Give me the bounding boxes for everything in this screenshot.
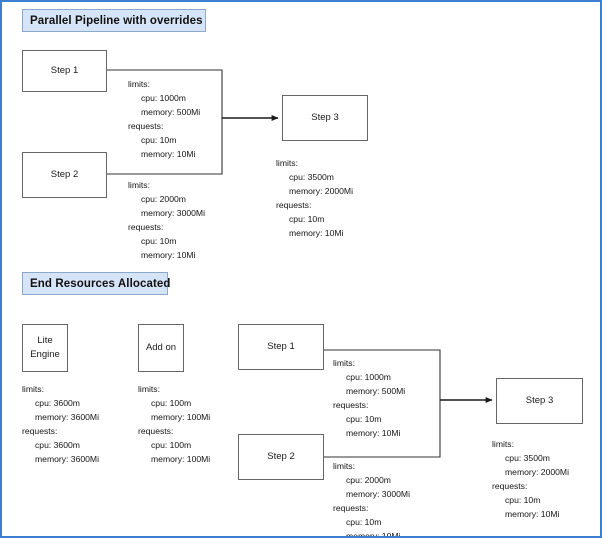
- limits-cpu-value: cpu: 1000m: [141, 92, 186, 103]
- limits-cpu-value: cpu: 100m: [151, 397, 192, 408]
- section-title-parallel-pipeline-label: Parallel Pipeline with overrides: [30, 14, 203, 27]
- requests-label: requests:: [333, 502, 369, 513]
- limits-label: limits:: [492, 439, 514, 449]
- requests-label: requests:: [22, 425, 58, 436]
- requests-cpu-value: cpu: 10m: [141, 235, 177, 246]
- bottom-resources-step3: limits: cpu: 3500m memory: 2000Mi reques…: [492, 438, 569, 522]
- requests-memory-value: memory: 10Mi: [289, 227, 344, 238]
- top-node-step3-label: Step 3: [311, 112, 339, 124]
- requests-cpu-value: cpu: 10m: [346, 413, 382, 424]
- limits-label: limits:: [128, 79, 150, 89]
- requests-memory-value: memory: 10Mi: [505, 508, 560, 519]
- requests-label: requests:: [333, 399, 369, 410]
- requests-cpu-value: cpu: 10m: [141, 134, 177, 145]
- top-resources-step2: limits: cpu: 2000m memory: 3000Mi reques…: [128, 179, 205, 263]
- top-resources-step1: limits: cpu: 1000m memory: 500Mi request…: [128, 78, 200, 162]
- bottom-node-lite-engine[interactable]: Lite Engine: [22, 324, 68, 372]
- section-title-end-resources-label: End Resources Allocated: [30, 277, 171, 290]
- bottom-node-add-on[interactable]: Add on: [138, 324, 184, 372]
- requests-memory-value: memory: 100Mi: [151, 453, 211, 464]
- bottom-resources-step2: limits: cpu: 2000m memory: 3000Mi reques…: [333, 460, 410, 538]
- bottom-resources-lite-engine: limits: cpu: 3600m memory: 3600Mi reques…: [22, 383, 99, 467]
- bottom-node-lite-engine-label-line1: Lite: [37, 335, 53, 347]
- bottom-node-step3-label: Step 3: [525, 395, 554, 407]
- bottom-node-add-on-label: Add on: [145, 342, 177, 354]
- bottom-node-step2[interactable]: Step 2: [238, 434, 324, 480]
- limits-cpu-value: cpu: 1000m: [346, 371, 391, 382]
- limits-memory-value: memory: 2000Mi: [289, 185, 353, 196]
- top-resources-step3: limits: cpu: 3500m memory: 2000Mi reques…: [276, 157, 353, 241]
- bottom-node-lite-engine-label-line2: Engine: [30, 349, 60, 360]
- bottom-node-step1[interactable]: Step 1: [238, 324, 324, 370]
- limits-cpu-value: cpu: 3500m: [289, 171, 334, 182]
- requests-cpu-value: cpu: 10m: [505, 494, 541, 505]
- limits-memory-value: memory: 500Mi: [141, 106, 201, 117]
- requests-cpu-value: cpu: 100m: [151, 439, 192, 450]
- requests-cpu-value: cpu: 10m: [289, 213, 325, 224]
- bottom-node-step1-label: Step 1: [267, 341, 295, 353]
- limits-memory-value: memory: 500Mi: [346, 385, 406, 396]
- top-node-step2[interactable]: Step 2: [22, 152, 107, 198]
- requests-memory-value: memory: 10Mi: [346, 530, 401, 538]
- limits-memory-value: memory: 3000Mi: [141, 207, 205, 218]
- top-node-step1-label: Step 1: [50, 65, 79, 77]
- bottom-node-step2-label: Step 2: [267, 451, 295, 463]
- requests-label: requests:: [138, 425, 174, 436]
- requests-label: requests:: [128, 120, 164, 131]
- limits-memory-value: memory: 3600Mi: [35, 411, 99, 422]
- limits-label: limits:: [333, 461, 355, 471]
- requests-cpu-value: cpu: 10m: [346, 516, 382, 527]
- limits-cpu-value: cpu: 2000m: [141, 193, 186, 204]
- limits-label: limits:: [333, 358, 355, 368]
- requests-memory-value: memory: 10Mi: [346, 427, 401, 438]
- limits-memory-value: memory: 2000Mi: [505, 466, 569, 477]
- bottom-node-step3[interactable]: Step 3: [496, 378, 583, 424]
- requests-label: requests:: [492, 480, 528, 491]
- top-node-step1[interactable]: Step 1: [22, 50, 107, 92]
- limits-memory-value: memory: 3000Mi: [346, 488, 410, 499]
- limits-cpu-value: cpu: 3500m: [505, 452, 550, 463]
- limits-memory-value: memory: 100Mi: [151, 411, 211, 422]
- top-node-step3[interactable]: Step 3: [282, 95, 368, 141]
- limits-label: limits:: [276, 158, 298, 168]
- requests-cpu-value: cpu: 3600m: [35, 439, 80, 450]
- section-title-parallel-pipeline: Parallel Pipeline with overrides: [22, 9, 206, 32]
- limits-cpu-value: cpu: 2000m: [346, 474, 391, 485]
- limits-label: limits:: [128, 180, 150, 190]
- requests-label: requests:: [276, 199, 312, 210]
- bottom-resources-add-on: limits: cpu: 100m memory: 100Mi requests…: [138, 383, 210, 467]
- limits-cpu-value: cpu: 3600m: [35, 397, 80, 408]
- requests-label: requests:: [128, 221, 164, 232]
- bottom-resources-step1: limits: cpu: 1000m memory: 500Mi request…: [333, 357, 405, 441]
- limits-label: limits:: [138, 384, 160, 394]
- requests-memory-value: memory: 10Mi: [141, 249, 196, 260]
- limits-label: limits:: [22, 384, 44, 394]
- top-node-step2-label: Step 2: [50, 169, 79, 181]
- requests-memory-value: memory: 3600Mi: [35, 453, 99, 464]
- requests-memory-value: memory: 10Mi: [141, 148, 196, 159]
- section-title-end-resources: End Resources Allocated: [22, 272, 171, 295]
